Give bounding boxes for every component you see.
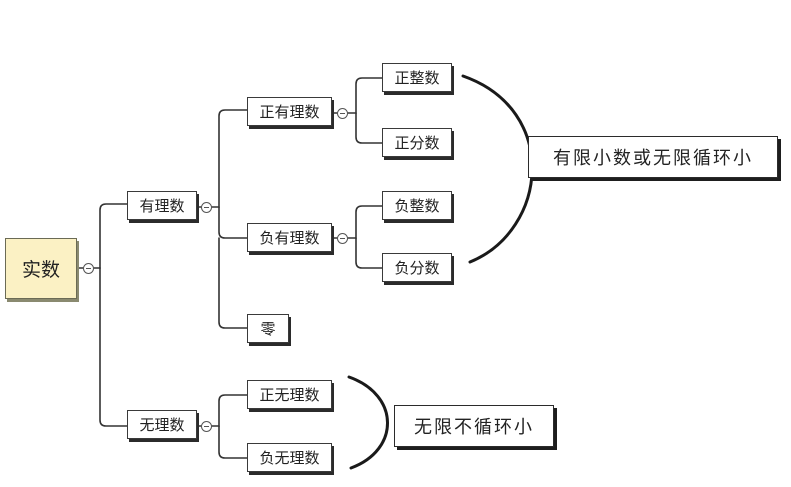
note-irrational-decimals[interactable]: 无限不循环小	[394, 405, 554, 447]
summary-brace-irrational	[347, 375, 389, 470]
collapse-icon[interactable]	[337, 233, 348, 244]
node-positive-rational[interactable]: 正有理数	[247, 97, 332, 126]
node-positive-integer[interactable]: 正整数	[382, 63, 452, 92]
node-negative-irrational-label: 负无理数	[259, 449, 320, 467]
node-irrational[interactable]: 无理数	[127, 410, 197, 439]
collapse-icon[interactable]	[201, 202, 212, 213]
connector-root-trunk	[99, 203, 128, 269]
node-negative-fraction[interactable]: 负分数	[382, 253, 452, 282]
note-irrational-decimals-text: 无限不循环小	[414, 417, 534, 438]
node-rational-label: 有理数	[139, 197, 185, 215]
connector-neg-rational-trunk	[331, 205, 383, 239]
node-negative-integer-label: 负整数	[394, 197, 440, 215]
connector-irrational-lower	[218, 425, 248, 459]
node-zero[interactable]: 零	[247, 314, 289, 343]
node-positive-irrational-label: 正无理数	[259, 386, 320, 404]
node-rational[interactable]: 有理数	[127, 191, 197, 220]
connector-irrational-trunk	[196, 394, 248, 427]
node-real-numbers-label: 实数	[21, 259, 60, 281]
node-negative-irrational[interactable]: 负无理数	[247, 443, 332, 472]
summary-brace-rational	[461, 74, 534, 264]
note-rational-decimals-text: 有限小数或无限循环小	[553, 148, 753, 169]
connector-rational-mid	[218, 206, 248, 239]
node-negative-rational[interactable]: 负有理数	[247, 223, 332, 252]
connector-pos-rational-lower	[355, 112, 383, 144]
connector-neg-rational-lower	[355, 237, 383, 269]
node-positive-integer-label: 正整数	[394, 69, 440, 87]
node-positive-irrational[interactable]: 正无理数	[247, 380, 332, 409]
node-zero-label: 零	[260, 320, 276, 338]
node-negative-rational-label: 负有理数	[259, 229, 320, 247]
node-positive-fraction-label: 正分数	[394, 134, 440, 152]
note-rational-decimals[interactable]: 有限小数或无限循环小	[528, 136, 778, 178]
collapse-icon[interactable]	[201, 421, 212, 432]
node-negative-integer[interactable]: 负整数	[382, 191, 452, 220]
collapse-icon[interactable]	[337, 108, 348, 119]
node-irrational-label: 无理数	[139, 416, 185, 434]
node-positive-rational-label: 正有理数	[259, 103, 320, 121]
connector-rational-zero	[218, 237, 248, 329]
connector-pos-rational-trunk	[331, 77, 383, 114]
node-real-numbers[interactable]: 实数	[5, 238, 77, 299]
connector-root-trunk-lower	[99, 267, 128, 427]
connector-rational-trunk	[196, 109, 248, 208]
node-negative-fraction-label: 负分数	[394, 259, 440, 277]
node-positive-fraction[interactable]: 正分数	[382, 128, 452, 157]
collapse-icon[interactable]	[83, 263, 94, 274]
